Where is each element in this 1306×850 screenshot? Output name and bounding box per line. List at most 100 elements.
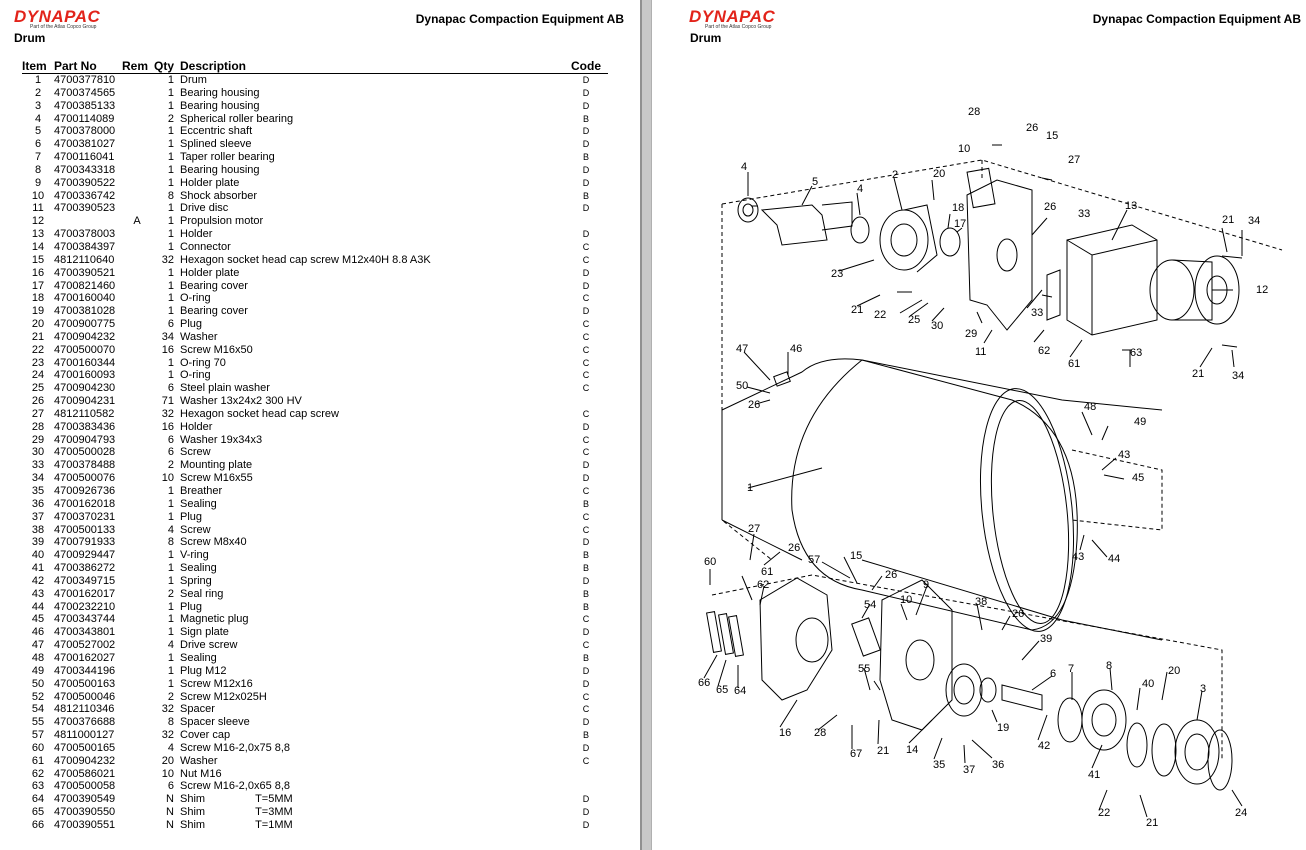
cell-part-no-text: 4700160040: [54, 292, 116, 305]
cell-part-no: 4700527002: [54, 639, 122, 652]
cell-rem: [122, 536, 152, 549]
drum-shell: [791, 359, 1078, 631]
cell-code-text: D: [582, 306, 590, 317]
cell-description-text: Shock absorber: [180, 189, 258, 202]
sign-plate: [773, 371, 791, 387]
cell-item-text: 2: [34, 86, 42, 99]
v-ring: [1151, 723, 1177, 777]
cell-code-text: C: [582, 704, 590, 715]
cell-code-text: C: [582, 755, 590, 766]
cell-part-no: 4700336742: [54, 190, 122, 203]
cell-code-text: D: [582, 717, 590, 728]
cell-qty: 1: [152, 280, 180, 293]
cell-item-text: 25: [31, 382, 45, 395]
cell-part-no-text: 4700586021: [54, 767, 116, 780]
callout-number: 21: [877, 745, 889, 757]
cell-qty: 8: [152, 190, 180, 203]
cell-item-text: 18: [31, 292, 45, 305]
callout-number: 19: [997, 722, 1009, 734]
cell-qty-text: 10: [161, 767, 174, 780]
eccentric-shaft: [760, 204, 828, 246]
callout-number: 67: [850, 748, 862, 760]
cell-part-no-text: 4700343318: [54, 163, 116, 176]
cell-part-no-text: 4700385133: [54, 99, 116, 112]
cell-qty-text: 1: [167, 151, 174, 164]
cell-part-no-text: 4700500163: [54, 677, 116, 690]
cell-code-text: D: [582, 203, 590, 214]
cell-part-no-text: 4700378488: [54, 459, 116, 472]
callout-number: 39: [1040, 633, 1052, 645]
cell-code-text: C: [582, 691, 590, 702]
callout-number: 26: [885, 569, 897, 581]
cell-description-text: Cover cap: [180, 729, 231, 742]
cell-qty-text: 4: [167, 639, 174, 652]
cell-part-no: 4700378003: [54, 228, 122, 241]
cell-rem: [122, 691, 152, 704]
cell-qty: 1: [152, 665, 180, 678]
cell-description: Spring: [180, 575, 564, 588]
holder-13: [1066, 224, 1158, 336]
cell-qty: 1: [152, 485, 180, 498]
cell-part-no-text: 4700500028: [54, 446, 116, 459]
cell-part-no-text: 4700390549: [54, 793, 116, 806]
cell-code: B: [564, 190, 608, 203]
cell-code: D: [564, 459, 608, 472]
cell-part-no-text: 4700162018: [54, 497, 116, 510]
cell-item: 22: [22, 344, 54, 357]
cell-item: 44: [22, 601, 54, 614]
shim-64: [728, 615, 744, 657]
callout-number: 55: [858, 663, 870, 675]
cell-description: Screw: [180, 446, 564, 459]
cell-item: 19: [22, 305, 54, 318]
cell-part-no-text: 4700343801: [54, 626, 116, 639]
cell-code: C: [564, 344, 608, 357]
cell-item-text: 54: [31, 703, 45, 716]
callout-number: 15: [850, 550, 862, 562]
cell-description-text: Bearing cover: [180, 279, 248, 292]
dynapac-logo-right: DYNAPAC: [689, 8, 775, 25]
cell-item-text: 4: [34, 112, 42, 125]
cell-code-text: C: [582, 370, 590, 381]
cell-description-text: Plug: [180, 510, 203, 523]
cell-part-no: 4700162017: [54, 588, 122, 601]
cell-code: C: [564, 369, 608, 382]
cell-qty-text: 1: [167, 510, 174, 523]
cell-description-text: Screw M12x025H: [180, 690, 267, 703]
cell-qty: 1: [152, 164, 180, 177]
cell-qty-text: 32: [161, 729, 174, 742]
company-name: Dynapac Compaction Equipment AB: [415, 12, 624, 26]
cell-code: C: [564, 511, 608, 524]
cell-description: Plug M12: [180, 665, 564, 678]
cell-code: B: [564, 729, 608, 742]
cell-description-text: Bearing cover: [180, 305, 248, 318]
cell-code: D: [564, 164, 608, 177]
cell-part-no-text: 4700384397: [54, 240, 116, 253]
cell-item: 18: [22, 292, 54, 305]
cell-part-no: 4700929447: [54, 549, 122, 562]
cell-code-text: D: [582, 177, 590, 188]
sealing-41: [1126, 722, 1148, 768]
cell-code: C: [564, 639, 608, 652]
guide-line: [721, 159, 1283, 520]
cell-description-text: Holder plate: [180, 176, 240, 189]
cell-description-text: Sealing: [180, 562, 217, 575]
cell-qty-text: 1: [167, 99, 174, 112]
callout-number: 28: [814, 727, 826, 739]
cell-code-text: C: [582, 434, 590, 445]
cell-code: D: [564, 280, 608, 293]
cell-rem: [122, 292, 152, 305]
cell-description: Seal ring: [180, 588, 564, 601]
cell-item: 11: [22, 202, 54, 215]
cell-rem: [122, 729, 152, 742]
cell-item-text: 47: [31, 639, 45, 652]
cell-description-text: Shim: [180, 806, 206, 819]
cell-item-text: 7: [34, 151, 42, 164]
cell-description-text: Screw M16x50: [180, 343, 253, 356]
cell-part-no-text: 4700527002: [54, 639, 116, 652]
cell-code: B: [564, 151, 608, 164]
